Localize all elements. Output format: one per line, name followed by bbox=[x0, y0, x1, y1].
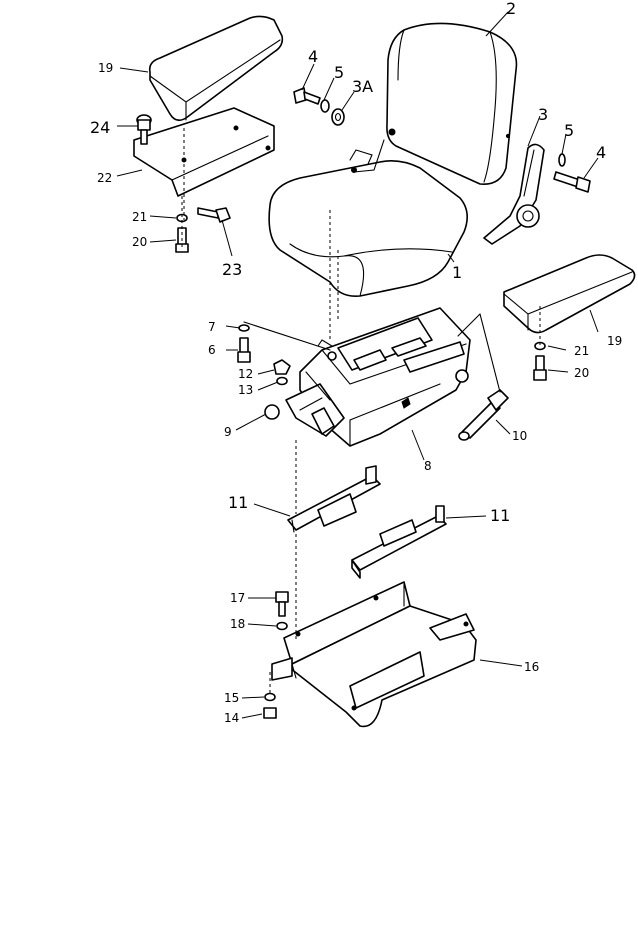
callout-1: 1 bbox=[452, 263, 462, 282]
suspension-base bbox=[285, 307, 471, 447]
callout-8: 8 bbox=[424, 459, 432, 473]
knob-9 bbox=[264, 404, 280, 420]
callout-6: 6 bbox=[208, 343, 216, 357]
callout-4-right: 4 bbox=[596, 143, 606, 162]
gas-damper bbox=[458, 389, 509, 441]
callout-19-left: 19 bbox=[98, 61, 113, 75]
assembly-lines bbox=[181, 128, 541, 694]
callout-21-left: 21 bbox=[132, 210, 147, 224]
callout-13: 13 bbox=[238, 383, 253, 397]
bolt-24 bbox=[136, 114, 152, 145]
callout-20-right: 20 bbox=[574, 366, 589, 380]
armrest-right bbox=[503, 254, 636, 334]
fasteners-right bbox=[533, 341, 547, 381]
seat-cushion bbox=[268, 149, 468, 298]
seat-backrest bbox=[386, 22, 518, 185]
slide-rail-right bbox=[351, 505, 447, 579]
callout-4-top: 4 bbox=[308, 47, 318, 66]
callout-24: 24 bbox=[90, 118, 110, 137]
callout-20-left: 20 bbox=[132, 235, 147, 249]
callout-7: 7 bbox=[208, 320, 216, 334]
callout-21-right: 21 bbox=[574, 344, 589, 358]
mounting-bracket bbox=[271, 581, 477, 728]
callout-5-top: 5 bbox=[334, 63, 344, 82]
callout-19-right: 19 bbox=[607, 334, 622, 348]
callout-23: 23 bbox=[222, 260, 242, 279]
callout-12: 12 bbox=[238, 367, 253, 381]
armrest-left bbox=[148, 15, 284, 122]
callout-5-right: 5 bbox=[564, 121, 574, 140]
bolt-23 bbox=[197, 207, 231, 223]
callout-2: 2 bbox=[506, 0, 516, 18]
armrest-bracket bbox=[133, 107, 275, 197]
bolt-top bbox=[293, 87, 345, 126]
bolt-6-washer-7 bbox=[237, 324, 251, 363]
nut-14-washer-15 bbox=[263, 692, 277, 719]
callout-10: 10 bbox=[512, 429, 527, 443]
callout-11-right: 11 bbox=[490, 506, 510, 525]
callout-3a: 3A bbox=[352, 77, 373, 96]
callout-17: 17 bbox=[230, 591, 245, 605]
leader-lines bbox=[116, 11, 599, 719]
slide-rail-left bbox=[287, 465, 381, 533]
callout-15: 15 bbox=[224, 691, 239, 705]
callout-14: 14 bbox=[224, 711, 239, 725]
callout-9: 9 bbox=[224, 425, 232, 439]
callout-3: 3 bbox=[538, 105, 548, 124]
backrest-bracket bbox=[483, 143, 545, 245]
nut-12-washer-13 bbox=[273, 359, 291, 386]
fasteners-left bbox=[175, 213, 189, 253]
callout-16: 16 bbox=[524, 660, 539, 674]
callout-18: 18 bbox=[230, 617, 245, 631]
callout-labels: 19 24 22 21 20 23 4 5 3A 2 3 5 4 1 19 21… bbox=[90, 0, 622, 725]
bolt-17-washer-18 bbox=[275, 591, 289, 631]
callout-11-left: 11 bbox=[228, 493, 248, 512]
bolt-right bbox=[553, 153, 591, 193]
callout-22: 22 bbox=[97, 171, 112, 185]
